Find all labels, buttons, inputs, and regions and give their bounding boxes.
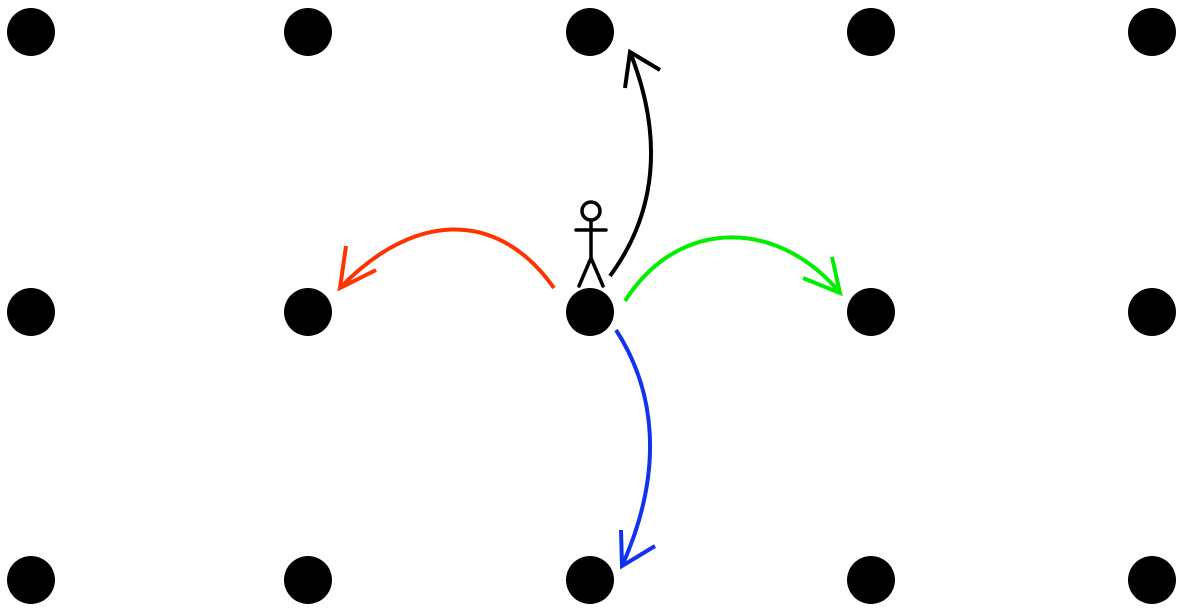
lattice-node (847, 8, 895, 56)
lattice-node (847, 556, 895, 604)
lattice-node (284, 288, 332, 336)
lattice-node (7, 8, 55, 56)
arrow-up (608, 48, 662, 278)
lattice-node (284, 556, 332, 604)
arrow-right (623, 235, 843, 303)
move-arrows (337, 48, 843, 570)
stick-figure-right-leg (589, 256, 605, 288)
stick-figure-left-leg (577, 256, 593, 288)
stick-figure-head (580, 200, 602, 222)
lattice-node (1128, 288, 1176, 336)
lattice-node (566, 8, 614, 56)
arrow-up-curve (608, 51, 653, 278)
arrow-left-head (337, 245, 377, 292)
current-node (566, 288, 614, 336)
arrow-left (337, 227, 556, 292)
arrow-down-head (619, 529, 657, 570)
lattice-node (7, 556, 55, 604)
arrow-left-curve (338, 227, 556, 290)
arrow-up-head (623, 48, 662, 89)
lattice-node (284, 8, 332, 56)
lattice-node (566, 556, 614, 604)
lattice-node (847, 288, 895, 336)
stick-figure-icon (574, 200, 608, 288)
lattice-node (1128, 556, 1176, 604)
arrow-right-curve (623, 235, 842, 303)
lattice-node (1128, 8, 1176, 56)
arrow-down (614, 328, 657, 570)
lattice-nodes (7, 8, 1176, 604)
lattice-node (7, 288, 55, 336)
arrow-right-head (802, 256, 843, 297)
arrow-down-curve (614, 328, 652, 567)
